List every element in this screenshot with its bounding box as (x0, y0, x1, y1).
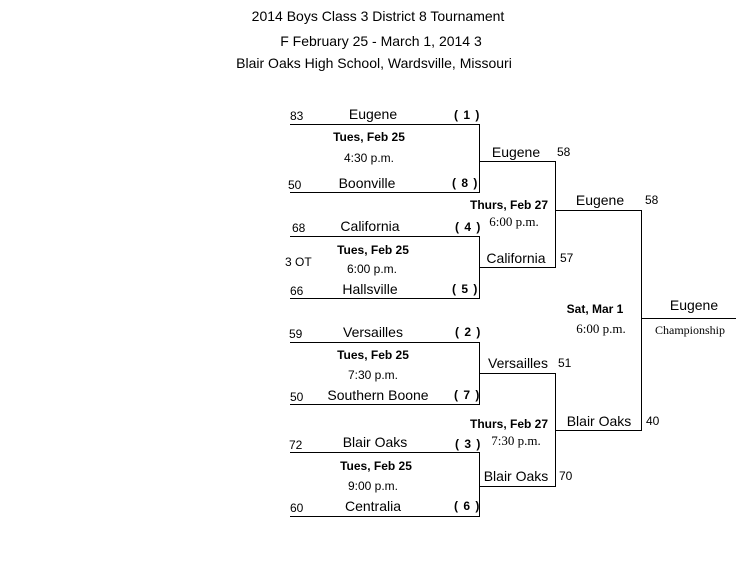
r1-game3-top-team: Versailles (343, 324, 403, 340)
r1-game2-top-seed: ( 4 ) (455, 220, 482, 234)
tournament-venue: Blair Oaks High School, Wardsville, Miss… (236, 55, 512, 71)
r1-game4-day: Tues, Feb 25 (340, 459, 412, 473)
bracket-r1-game4 (290, 452, 480, 517)
tournament-dates: F February 25 - March 1, 2014 3 (280, 33, 482, 49)
tournament-title: 2014 Boys Class 3 District 8 Tournament (251, 8, 505, 24)
semi2-top-score: 51 (558, 356, 572, 370)
r1-game3-bottom-team: Southern Boone (327, 387, 429, 403)
r1-game3-top-score: 59 (289, 327, 303, 341)
r1-game3-bottom-score: 50 (290, 390, 304, 404)
r1-game4-bottom-team: Centralia (344, 498, 402, 514)
r1-game1-top-team: Eugene (348, 106, 398, 122)
semi2-day: Thurs, Feb 27 (469, 417, 549, 431)
semi1-time: 6:00 p.m. (489, 214, 539, 229)
r1-game1-top-score: 83 (290, 109, 304, 123)
semi1-day: Thurs, Feb 27 (469, 198, 549, 212)
r1-game3-day: Tues, Feb 25 (337, 348, 409, 362)
r1-game1-time: 4:30 p.m. (343, 151, 395, 165)
r1-game3-top-seed: ( 2 ) (455, 325, 482, 339)
r1-game3-bottom-seed: ( 7 ) (454, 388, 481, 402)
final-top-score: 58 (645, 193, 659, 207)
r1-game2-bottom-team: Hallsville (342, 281, 398, 297)
r1-game4-top-score: 72 (289, 438, 303, 452)
r1-game2-top-team: California (340, 218, 400, 234)
r1-game2-overtime-note: 3 OT (285, 255, 312, 269)
r1-game1-day: Tues, Feb 25 (333, 130, 405, 144)
r1-game2-day: Tues, Feb 25 (337, 243, 409, 257)
bracket-semi1 (479, 161, 556, 268)
r1-game4-bottom-score: 60 (290, 501, 304, 515)
final-top-team: Eugene (575, 192, 625, 208)
final-time: 6:00 p.m. (576, 321, 626, 336)
championship-label: Championship (654, 323, 726, 337)
semi2-bottom-score: 70 (559, 469, 573, 483)
semi1-bottom-team: California (486, 250, 546, 266)
r1-game2-top-score: 68 (292, 221, 306, 235)
r1-game1-top-seed: ( 1 ) (454, 108, 481, 122)
semi2-top-team: Versailles (488, 355, 548, 371)
final-day: Sat, Mar 1 (566, 302, 624, 316)
final-bottom-team: Blair Oaks (566, 413, 632, 429)
r1-game1-bottom-team: Boonville (338, 175, 396, 191)
r1-game3-time: 7:30 p.m. (347, 368, 399, 382)
semi2-bottom-team: Blair Oaks (483, 468, 549, 484)
semi1-bottom-score: 57 (560, 251, 574, 265)
r1-game1-bottom-score: 50 (288, 178, 302, 192)
r1-game2-bottom-score: 66 (290, 284, 304, 298)
champion-team: Eugene (669, 297, 719, 313)
r1-game2-bottom-seed: ( 5 ) (452, 282, 479, 296)
r1-game4-bottom-seed: ( 6 ) (454, 499, 481, 513)
r1-game4-top-seed: ( 3 ) (455, 437, 482, 451)
final-bottom-score: 40 (646, 414, 660, 428)
bracket-final (555, 210, 642, 431)
r1-game1-bottom-seed: ( 8 ) (452, 176, 479, 190)
r1-game4-time: 9:00 p.m. (347, 479, 399, 493)
r1-game2-time: 6:00 p.m. (346, 262, 398, 276)
bracket-r1-game1 (290, 124, 480, 193)
semi2-time: 7:30 p.m. (491, 433, 541, 448)
semi1-top-score: 58 (557, 145, 571, 159)
r1-game4-top-team: Blair Oaks (342, 434, 408, 450)
semi1-top-team: Eugene (491, 144, 541, 160)
